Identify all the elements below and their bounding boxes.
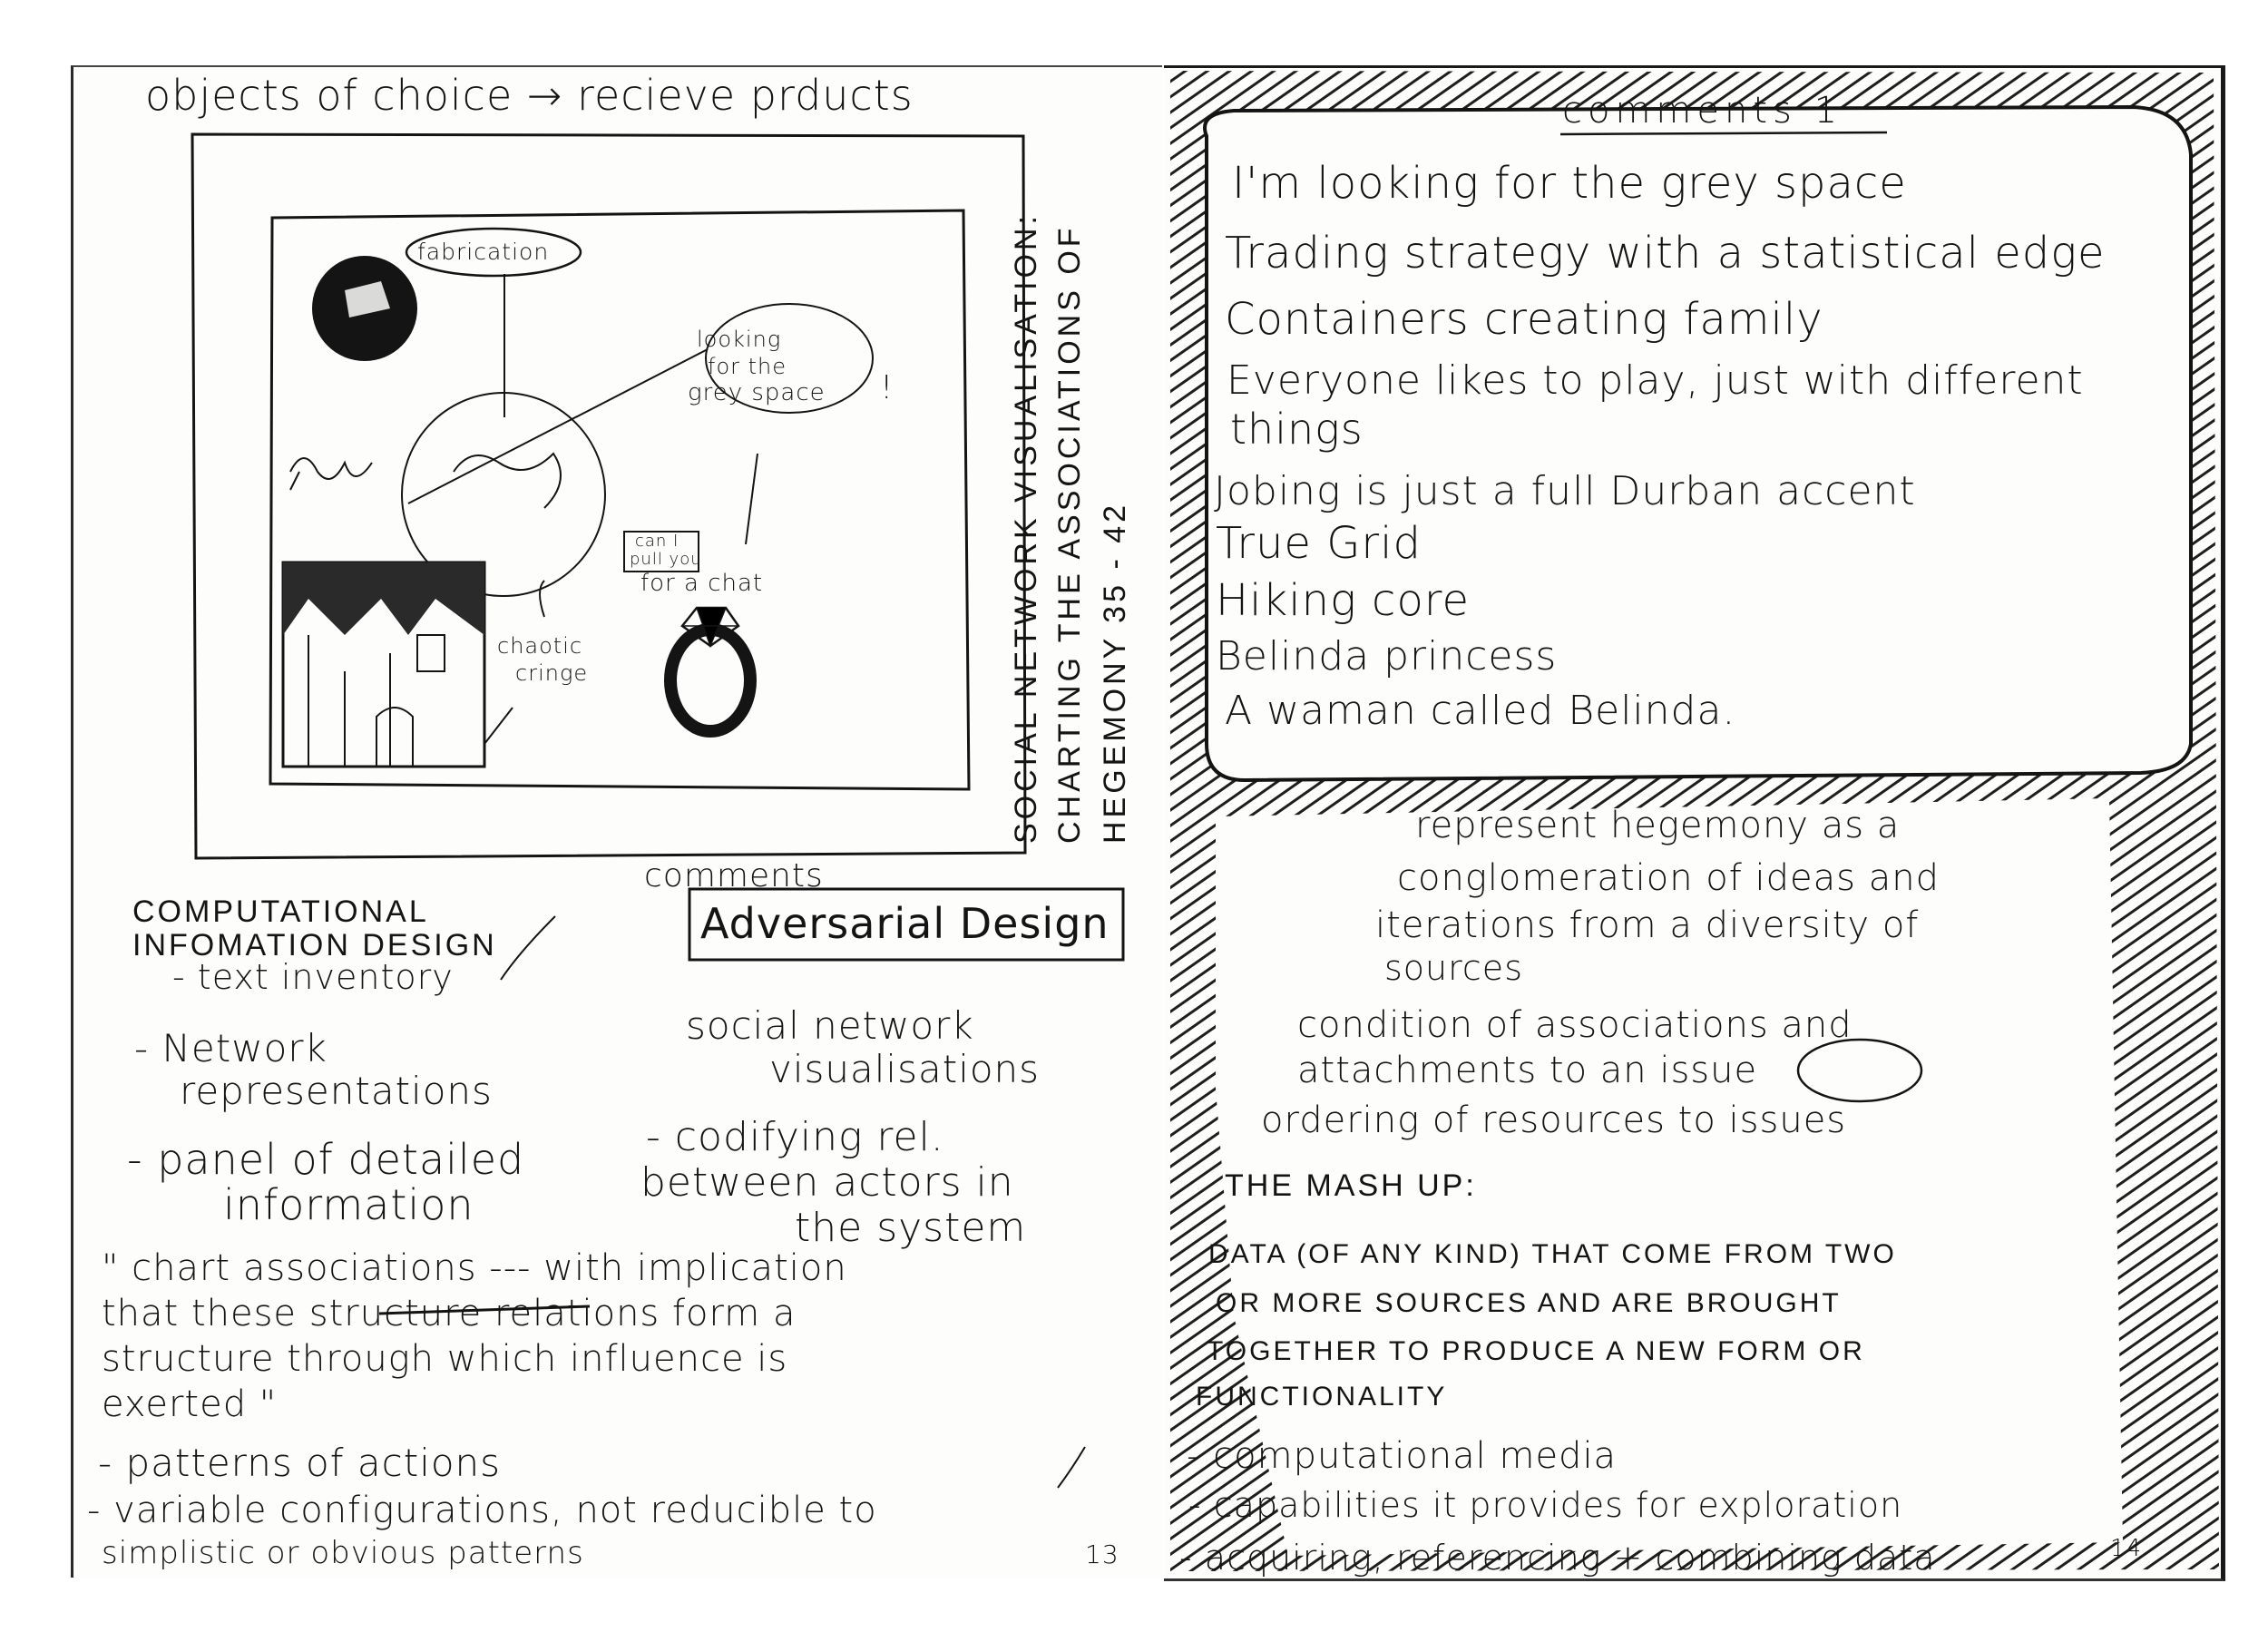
comment-line: Hiking core bbox=[1216, 575, 1471, 626]
chaotic-cringe-line: cringe bbox=[515, 660, 589, 686]
social-network-line: visualisations bbox=[769, 1047, 1041, 1091]
castle-sketch-icon bbox=[281, 561, 486, 768]
chaotic-cringe-line: chaotic bbox=[497, 633, 583, 659]
sketch-inner-frame bbox=[269, 209, 971, 791]
grey-space-note-line: for the bbox=[708, 354, 787, 379]
right-page-number: 14 bbox=[2110, 1535, 2143, 1562]
comment-line: Everyone likes to play, just with differ… bbox=[1227, 357, 2084, 404]
text-inventory: - text inventory bbox=[172, 957, 454, 997]
comment-line: A waman called Belinda. bbox=[1225, 688, 1736, 734]
condition-line: ordering of resources to issues bbox=[1261, 1099, 1847, 1141]
for-a-chat-label: for a chat bbox=[640, 570, 764, 597]
hegemony-line: sources bbox=[1384, 948, 1523, 988]
ring-icon bbox=[664, 606, 757, 738]
grey-space-note-line: grey space bbox=[688, 379, 826, 406]
sketch-outer-frame bbox=[191, 132, 1027, 860]
quote-line: that these structure relations form a bbox=[102, 1293, 797, 1334]
pull-you-box-line: pull you bbox=[630, 550, 702, 569]
comment-line: Jobing is just a full Durban accent bbox=[1214, 468, 1916, 514]
grey-space-oval bbox=[705, 303, 874, 414]
adversarial-design-box bbox=[688, 887, 1125, 962]
comment-line: Belinda princess bbox=[1216, 633, 1558, 679]
mashup-line: FUNCTIONALITY bbox=[1196, 1382, 1448, 1412]
left-top-heading: objects of choice → recieve prducts bbox=[145, 71, 914, 120]
hegemony-line: represent hegemony as a bbox=[1415, 805, 1901, 846]
grey-space-note-line: looking bbox=[697, 327, 782, 352]
comment-line: True Grid bbox=[1216, 518, 1422, 569]
social-network-line: social network bbox=[686, 1003, 974, 1048]
cid-heading-line: COMPUTATIONAL bbox=[132, 894, 429, 929]
comments-label: comments bbox=[644, 857, 824, 894]
mashup-line: DATA (OF ANY KIND) THAT COME FROM TWO bbox=[1208, 1239, 1897, 1269]
left-notebook-page bbox=[71, 65, 1162, 1578]
patterns-of-actions: - patterns of actions bbox=[98, 1441, 502, 1485]
condition-line: attachments to an issue bbox=[1297, 1050, 1758, 1091]
pull-you-box-line: can I bbox=[635, 532, 679, 551]
bullet-line: - acquiring, referencing + combining dat… bbox=[1179, 1538, 1936, 1578]
hegemony-line: conglomeration of ideas and bbox=[1397, 857, 1940, 899]
codifying-line: between actors in bbox=[640, 1159, 1014, 1206]
issue-circle bbox=[1796, 1038, 1923, 1103]
cid-heading-line: INFOMATION DESIGN bbox=[132, 928, 497, 963]
comment-line: Containers creating family bbox=[1225, 294, 1823, 345]
comment-line: Trading strategy with a statistical edge bbox=[1225, 228, 2106, 279]
comments-heading: comments 1 bbox=[1562, 90, 1843, 132]
panel-line: - panel of detailed bbox=[127, 1135, 525, 1184]
variable-line: - variable configurations, not reducible… bbox=[87, 1490, 877, 1531]
bullet-line: - capabilities it provides for explorati… bbox=[1188, 1485, 1903, 1525]
fabrication-ellipse bbox=[405, 227, 582, 278]
quote-line: structure through which influence is bbox=[102, 1338, 788, 1380]
pull-you-box bbox=[623, 531, 699, 572]
mashup-line: OR MORE SOURCES AND ARE BROUGHT bbox=[1216, 1288, 1842, 1318]
right-notebook-page bbox=[1164, 65, 2225, 1581]
codifying-line: the system bbox=[795, 1205, 1027, 1251]
adversarial-design-title: Adversarial Design bbox=[700, 899, 1110, 948]
quote-line: exerted " bbox=[102, 1383, 278, 1425]
left-page-number: 13 bbox=[1085, 1539, 1119, 1569]
center-circle bbox=[401, 392, 606, 597]
mashup-line: TOGETHER TO PRODUCE A NEW FORM OR bbox=[1207, 1336, 1865, 1366]
quote-line: " chart associations --- with implicatio… bbox=[102, 1247, 847, 1289]
mashup-heading: THE MASH UP: bbox=[1225, 1168, 1477, 1203]
hegemony-line: iterations from a diversity of bbox=[1375, 904, 1920, 946]
comment-line: things bbox=[1230, 405, 1364, 454]
fabrication-label: fabrication bbox=[417, 239, 550, 265]
codifying-line: - codifying rel. bbox=[646, 1114, 944, 1160]
panel-line: information bbox=[223, 1180, 474, 1229]
network-reps-line: - Network bbox=[134, 1026, 327, 1070]
grey-space-note-exclaim: ! bbox=[880, 369, 894, 406]
comments-speech-bubble bbox=[1203, 104, 2193, 783]
bullet-line: - computational media bbox=[1187, 1435, 1618, 1477]
variable-line: simplistic or obvious patterns bbox=[102, 1535, 584, 1571]
network-reps-line: representations bbox=[180, 1069, 493, 1113]
comment-line: I'm looking for the grey space bbox=[1232, 158, 1907, 209]
condition-line: condition of associations and bbox=[1297, 1004, 1853, 1046]
